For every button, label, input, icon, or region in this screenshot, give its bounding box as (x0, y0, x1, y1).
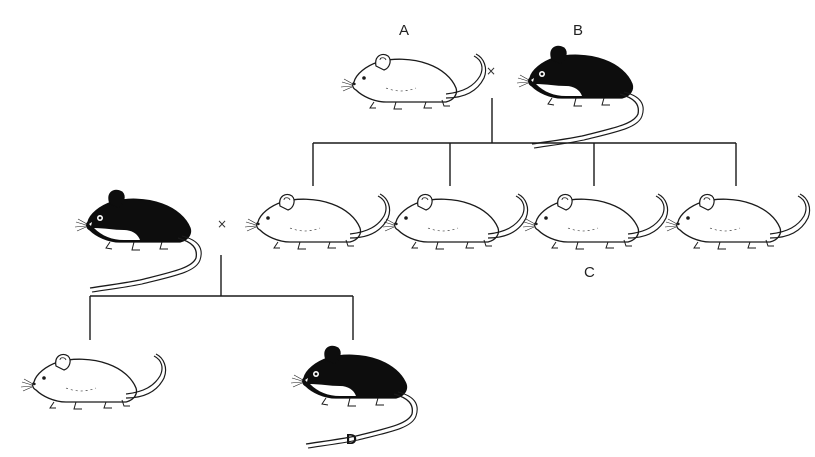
cross-symbol-parents: × (486, 64, 496, 78)
mouse-testcross-parent (74, 189, 202, 293)
mouse-parent-b (516, 45, 644, 149)
label-a: A (399, 22, 409, 39)
mouse-f1-4 (664, 193, 811, 250)
label-c: C (584, 264, 595, 281)
mouse-offspring-1 (20, 353, 167, 410)
mouse-f1-2 (382, 193, 529, 250)
mouse-f1-1 (244, 193, 391, 250)
cross-symbol-testcross: × (217, 217, 227, 231)
label-b: B (573, 22, 583, 39)
mouse-parent-a (340, 53, 487, 110)
label-d: D (346, 431, 357, 448)
mouse-f1-3 (522, 193, 669, 250)
